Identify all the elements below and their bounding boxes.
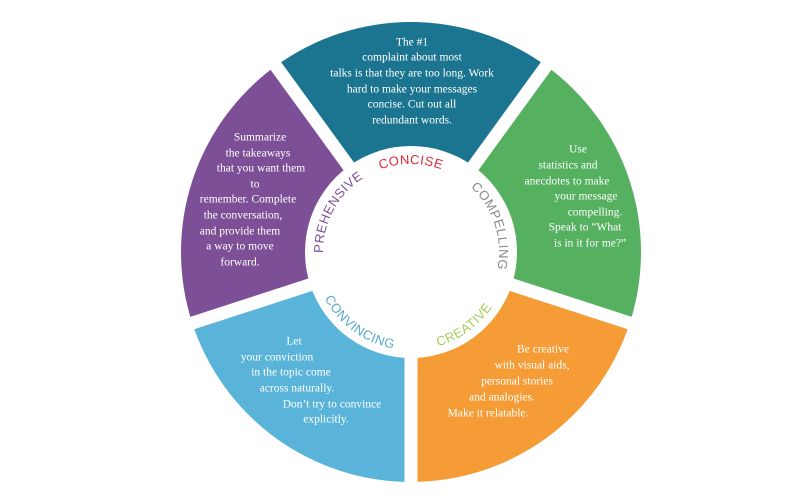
concise-description: The #1 complaint about most talks is tha… — [330, 37, 494, 127]
text-line: remember. Complete — [200, 194, 296, 206]
text-line: to — [251, 179, 260, 191]
text-line: complaint about most — [362, 52, 462, 64]
text-line: explicitly. — [303, 414, 349, 426]
text-line: Be creative — [517, 344, 569, 356]
text-line: Don’t try to convince — [283, 399, 381, 411]
text-line: Make it relatable. — [448, 408, 529, 420]
text-line: Summarize — [234, 132, 286, 144]
segment-gap — [267, 58, 357, 175]
text-line: Speak to “What — [549, 222, 623, 234]
text-line: Use — [569, 144, 587, 156]
text-line: in the topic come — [251, 367, 331, 379]
text-line: the conversation, — [204, 210, 283, 222]
text-line: and provide them — [200, 226, 281, 238]
comprehensive-description: Summarize the takeaways that you want th… — [200, 132, 306, 269]
convincing-description: Let your conviction in the topic come ac… — [241, 336, 381, 426]
compelling-description: Use statistics and anecdotes to make you… — [525, 144, 627, 250]
creative-description: Be creative with visual aids, personal s… — [448, 344, 570, 420]
text-line: your message — [555, 191, 618, 203]
text-line: concise. Cut out all — [368, 99, 457, 111]
text-line: The #1 — [396, 37, 429, 49]
text-line: anecdotes to make — [525, 176, 610, 188]
text-line: with visual aids, — [494, 360, 569, 372]
segment-creative — [411, 284, 630, 482]
text-line: statistics and — [538, 160, 597, 172]
text-line: personal stories — [481, 376, 553, 388]
text-line: a way to move — [206, 241, 273, 253]
text-line: your conviction — [241, 352, 314, 364]
text-line: the takeaways — [226, 148, 291, 160]
text-line: that you want them — [217, 163, 306, 175]
text-line: hard to make your messages — [347, 84, 478, 96]
label-concise: CONCISE — [377, 152, 446, 172]
segment-gap — [185, 277, 317, 331]
segment-comprehensive — [181, 65, 349, 324]
segment-compelling — [473, 65, 642, 324]
text-line: is in it for me?” — [554, 238, 626, 250]
text-line: talks is that they are too long. Work — [330, 68, 494, 80]
text-line: across naturally. — [260, 383, 335, 395]
text-line: Let — [286, 336, 302, 348]
segment-gap — [505, 277, 637, 331]
segment-gap — [465, 58, 555, 175]
text-line: and analogies. — [469, 392, 535, 404]
segment-concise — [275, 21, 547, 167]
text-line: compelling. — [568, 207, 623, 219]
segment-convincing — [192, 284, 411, 482]
text-line: redundant words. — [372, 115, 452, 127]
text-line: forward. — [220, 257, 259, 269]
